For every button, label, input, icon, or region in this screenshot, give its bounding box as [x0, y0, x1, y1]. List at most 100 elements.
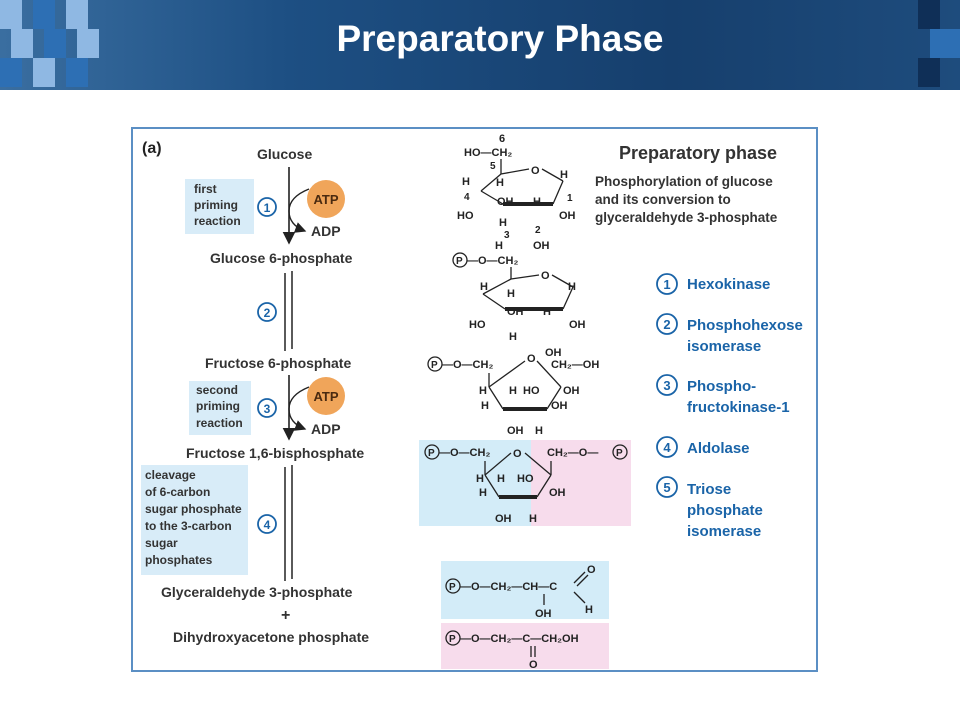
note-line: priming [194, 198, 238, 212]
atom-h: H [568, 281, 576, 293]
atp-label: ATP [313, 389, 338, 404]
enzyme-number-circle [656, 273, 678, 295]
atom-h: H [481, 400, 489, 412]
figure-panel: (a) Preparatory phase Phosphorylation of… [131, 127, 818, 672]
decor-square [44, 29, 66, 58]
phosphate-p: P [431, 360, 438, 371]
decor-square [0, 58, 22, 87]
step-number: 2 [264, 306, 271, 320]
group-chain: —O—CH₂—C—CH₂OH [460, 633, 579, 645]
enzyme-number-circle [656, 313, 678, 335]
adp-label: ADP [311, 223, 341, 239]
note-line: sugar [145, 536, 178, 550]
phosphate-p: P [616, 448, 623, 459]
atp-circle [307, 377, 345, 415]
atom-h: H [479, 487, 487, 499]
group-oh: OH [569, 319, 586, 331]
atom-h: H [496, 177, 504, 189]
structure-glucose-6-phosphate: P —O—CH₂ O H H H OH H HO OH H OH [452, 252, 586, 359]
structure-fructose-6-phosphate: P —O—CH₂ O CH₂—OH H H HO OH H OH OH H [427, 353, 599, 437]
atom-h: H [499, 217, 507, 229]
metabolite-fructose-1-6-bisphosphate: Fructose 1,6-bisphosphate [186, 445, 364, 461]
panel-label: (a) [142, 140, 162, 157]
group-o-ch2: —O—CH₂ [442, 359, 493, 371]
enzyme-aldolase: Aldolase [687, 440, 750, 457]
title-bar [0, 0, 960, 90]
metabolite-fructose-6-phosphate: Fructose 6-phosphate [205, 355, 351, 371]
group-oh: OH [507, 306, 524, 318]
pathway-diagram: (a) Preparatory phase Phosphorylation of… [141, 133, 803, 671]
group-oh: OH [563, 385, 580, 397]
decor-square [930, 29, 960, 58]
note-line: sugar phosphate [145, 502, 242, 516]
note-line: of 6-carbon [145, 485, 210, 499]
decor-square [918, 58, 940, 87]
group-ho: HO [517, 473, 534, 485]
f16bp-left-shading [419, 440, 531, 526]
structure-glyceraldehyde-3-phosphate: P —O—CH₂—CH—C O H OH [445, 564, 596, 620]
note-line: second [196, 383, 238, 397]
group-ho: HO [469, 319, 486, 331]
enzyme-number: 2 [663, 317, 670, 332]
gap-shading [441, 561, 609, 619]
note-line: to the 3-carbon [145, 519, 232, 533]
plus-sign: + [281, 607, 290, 624]
metabolite-glucose-6-phosphate: Glucose 6-phosphate [210, 250, 353, 266]
atom-h: H [507, 288, 515, 300]
enzyme-legend: 1 Hexokinase 2 Phosphohexose isomerase 3… [656, 273, 803, 540]
decor-square [918, 0, 940, 29]
group-oh: OH [551, 400, 568, 412]
atom-h: H [529, 513, 537, 525]
atom-h: H [560, 169, 568, 181]
note-line: phosphates [145, 553, 213, 567]
atp-circle [307, 180, 345, 218]
step-number: 1 [264, 201, 271, 215]
ring-oxygen: O [527, 353, 536, 365]
atom-h: H [533, 196, 541, 208]
enzyme-number: 1 [663, 277, 670, 292]
dhap-shading [441, 623, 609, 669]
atom-o: O [529, 659, 538, 670]
enzyme-name-line: phosphate [687, 502, 763, 519]
carbon-number: 5 [490, 161, 496, 172]
enzyme-number-circle [656, 436, 678, 458]
ring-oxygen: O [531, 165, 540, 177]
atom-h: H [479, 385, 487, 397]
atom-h: H [543, 306, 551, 318]
note-line: reaction [196, 416, 243, 430]
note-line: cleavage [145, 468, 196, 482]
atom-h: H [509, 385, 517, 397]
atp-adp-curve [288, 188, 310, 233]
ring-oxygen: O [541, 270, 550, 282]
decor-square [0, 0, 22, 29]
phosphate-p: P [449, 582, 456, 593]
group-oh: OH [533, 240, 550, 252]
group-o-ch2: —O—CH₂ [439, 447, 490, 459]
metabolite-glyceraldehyde-3-phosphate: Glyceraldehyde 3-phosphate [161, 584, 353, 600]
atom-h: H [535, 425, 543, 437]
enzyme-number: 5 [663, 480, 670, 495]
group-oh: OH [497, 196, 514, 208]
note-cleavage [141, 465, 248, 575]
group-oh: OH [549, 487, 566, 499]
atom-h: H [495, 240, 503, 252]
enzyme-number: 4 [663, 440, 671, 455]
atom-h: H [497, 473, 505, 485]
enzyme-number-circle [656, 476, 678, 498]
group-oh: OH [495, 513, 512, 525]
phosphate-p: P [428, 448, 435, 459]
decor-square [77, 29, 99, 58]
step-number-circle [257, 514, 277, 534]
enzyme-name-line: fructokinase-1 [687, 399, 790, 416]
carbon-number: 1 [567, 193, 573, 204]
group-ho: HO [457, 210, 474, 222]
enzyme-name-line: isomerase [687, 523, 761, 540]
atp-adp-curve [288, 386, 310, 431]
phase-desc-line: and its conversion to [595, 192, 731, 207]
page-title: Preparatory Phase [336, 18, 664, 59]
structure-glucose: 6 HO—CH₂ 5 O H H H 4 1 OH H HO OH H 3 2 … [457, 133, 576, 252]
note-line: priming [196, 399, 240, 413]
phase-title: Preparatory phase [619, 143, 777, 163]
step-number-circle [257, 302, 277, 322]
atom-h: H [476, 473, 484, 485]
